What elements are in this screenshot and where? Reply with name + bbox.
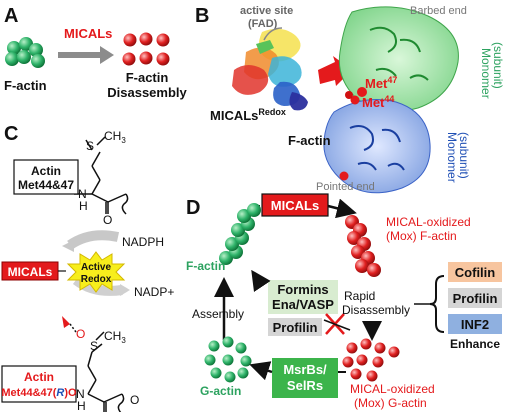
panel-a: A F-actin MICALs F-actin Disassembly <box>4 5 188 100</box>
monomer-blue-label-2: (subunit) <box>457 132 471 179</box>
msrbs-label-1: MsrBs/ <box>283 362 327 377</box>
mical-ox-f-label-2: (Mox) F-actin <box>386 229 457 243</box>
oxidized-structure <box>87 343 125 412</box>
disassembly-label-d: Disassembly <box>342 303 410 317</box>
o-label-top: O <box>103 213 112 227</box>
mox-g-to-profilin <box>323 319 351 331</box>
monomer-green <box>338 6 459 112</box>
factin-label-a: F-actin <box>4 78 47 93</box>
nadph-label: NADPH <box>122 235 164 249</box>
assembly-label: Assembly <box>192 307 244 321</box>
profilin-label-d: Profilin <box>273 320 318 335</box>
mical-ox-g-label-1: MICAL-oxidized <box>350 382 435 396</box>
actin-ox-label-1: Actin <box>24 370 54 384</box>
actin-ox-box <box>1 365 77 403</box>
nh-label-top: N <box>78 187 87 201</box>
ena-vasp-label: Ena/VASP <box>272 297 334 312</box>
monomer-green-label-2: (subunit) <box>491 42 505 89</box>
green-filament <box>219 203 261 265</box>
monomer-green-label-1: Monomer <box>479 48 493 99</box>
factin-disassembly-label-1: F-actin <box>126 70 169 85</box>
profilin-label-e: Profilin <box>453 291 498 306</box>
panel-c: C S CH3 Actin Met44&47 N H O NADPH NADP+ <box>1 123 174 412</box>
sulfur-label-top: S <box>86 139 94 153</box>
active-redox-label-1: Active <box>81 262 111 273</box>
panel-b: B active site (FAD) MICALsRedox Barbed e… <box>195 5 505 194</box>
s-ch3-bond <box>96 136 106 146</box>
msrbs-to-gactin-arrow <box>249 361 273 381</box>
actin-box <box>13 159 79 195</box>
disassembled-monomers <box>122 32 170 66</box>
formins-box <box>268 280 338 314</box>
mical-structure <box>232 27 308 111</box>
active-redox-burst <box>66 251 126 293</box>
micals-label-d: MICALs <box>271 198 319 213</box>
monomer-blue-label-1: Monomer <box>445 132 459 183</box>
cofilin-label: Cofilin <box>455 265 495 280</box>
msrbs-label-2: SelRs <box>287 378 323 393</box>
ch3-label-bottom: CH3 <box>104 329 126 345</box>
s-ch3-bond-bottom <box>95 331 105 341</box>
factin-cluster <box>5 37 45 68</box>
factin-label-b: F-actin <box>288 133 331 148</box>
o-label-bottom: O <box>130 393 139 407</box>
micals-box-d <box>261 193 329 217</box>
mical-ox-g-label-2: (Mox) G-actin <box>354 396 427 410</box>
enhance-label: Enhance <box>450 337 500 351</box>
panel-d-label: D <box>186 197 200 219</box>
panel-b-label: B <box>195 5 209 27</box>
panel-d: D MICALs F-actin MICAL- <box>186 193 502 410</box>
gactin-label: G-actin <box>200 384 241 398</box>
cofilin-box <box>448 262 502 282</box>
micals-label-a: MICALs <box>64 26 112 41</box>
active-site-label: active site <box>240 5 293 17</box>
nh-h-label-bottom: H <box>77 399 86 412</box>
nh-h-label-top: H <box>79 199 88 213</box>
g-actin-ring <box>204 336 252 383</box>
formins-label: Formins <box>277 282 328 297</box>
monomer-blue <box>323 99 431 194</box>
actin-box-label-2: Met44&47 <box>18 178 74 192</box>
profilin-box-e <box>448 288 502 308</box>
oxygen-label-bottom: O <box>76 327 85 341</box>
nadph-arrow <box>67 230 120 250</box>
panel-c-label: C <box>4 123 18 145</box>
wedge-bond <box>62 316 70 328</box>
mox-g-actin-ring <box>342 338 400 382</box>
actin-box-label-1: Actin <box>31 164 61 178</box>
active-redox-label-2: Redox <box>81 274 112 285</box>
met44-label: Met44 <box>362 94 394 110</box>
panel-a-label: A <box>4 5 18 27</box>
micals-arrow-a <box>58 46 114 64</box>
pointed-end-label: Pointed end <box>316 181 375 193</box>
mical-ox-f-label-1: MICAL-oxidized <box>386 215 471 229</box>
nadph-arrow-head <box>62 240 74 252</box>
msrbs-box <box>272 358 338 398</box>
micals-label-c: MICALs <box>8 265 53 279</box>
micals-redox-label: MICALsRedox <box>210 107 286 123</box>
barbed-end-label: Barbed end <box>410 5 467 17</box>
inf2-label: INF2 <box>461 317 489 332</box>
actin-ox-label-2: Met44&47(R)O <box>1 387 77 399</box>
red-filament <box>345 215 381 277</box>
methionine-structure <box>74 139 129 215</box>
formins-to-factin-arrow <box>251 269 271 293</box>
nadp-arrow-head <box>120 284 130 296</box>
factin-label-d: F-actin <box>186 259 225 273</box>
active-site-fad-label: (FAD) <box>248 18 278 30</box>
ch3-label-top: CH3 <box>104 129 126 145</box>
micals-to-ox-arrow <box>327 198 357 219</box>
so-dash-bond <box>69 323 77 333</box>
met-residues <box>339 87 367 181</box>
enhance-brace <box>429 275 445 333</box>
inf2-box <box>448 314 502 334</box>
factin-disassembly-label-2: Disassembly <box>107 85 187 100</box>
nadp-label: NADP+ <box>134 285 174 299</box>
nh-label-bottom: N <box>76 387 85 401</box>
met47-label: Met47 <box>365 75 397 91</box>
profilin-box-d <box>268 318 322 336</box>
sulfur-label-bottom: S <box>90 339 98 353</box>
rapid-label: Rapid <box>344 289 375 303</box>
